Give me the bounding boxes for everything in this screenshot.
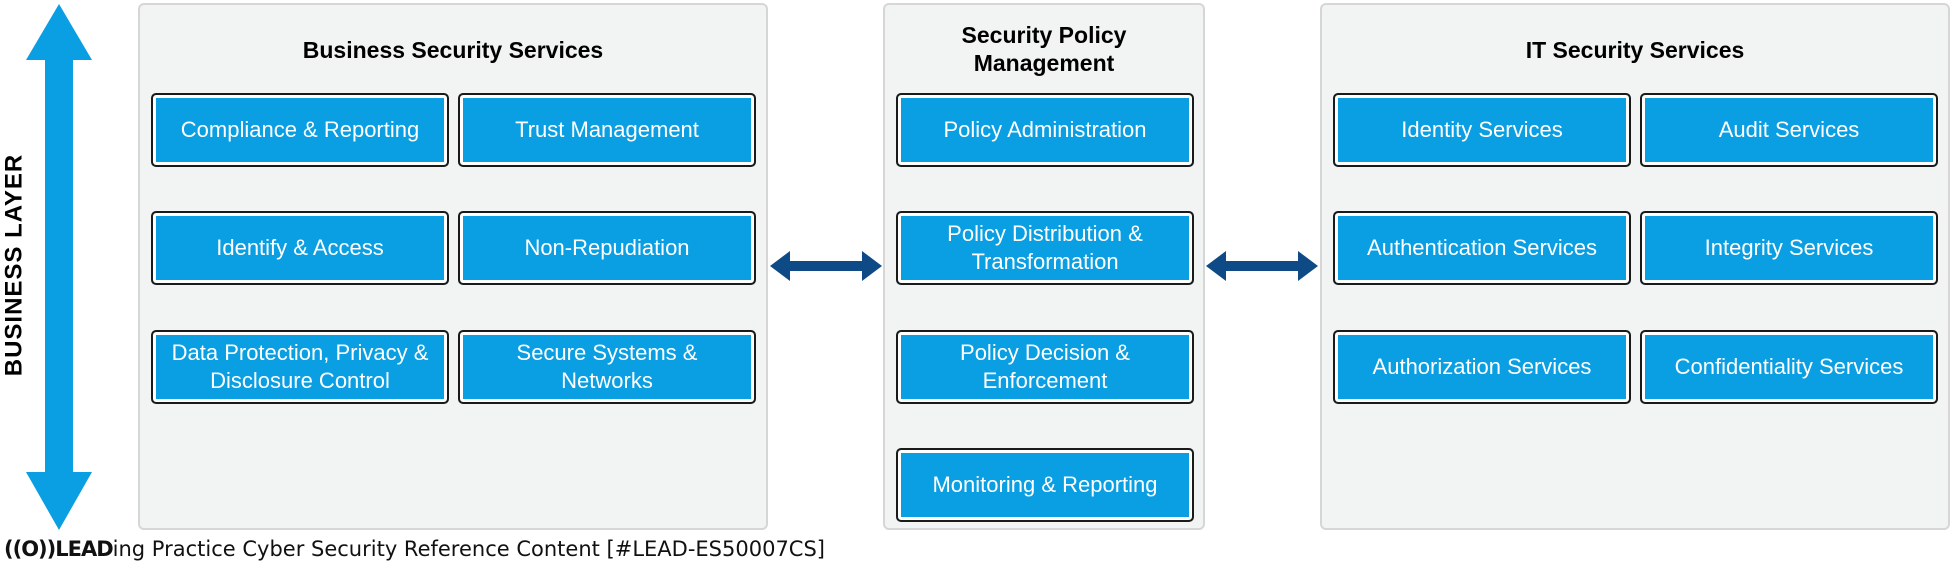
layer-label-text: BUSINESS LAYER [0, 153, 27, 377]
it-security-panel: IT Security Services Identity Services A… [1320, 3, 1950, 530]
business-panel-title: Business Security Services [302, 37, 604, 63]
service-secure-systems[interactable]: Secure Systems & Networks [458, 330, 756, 404]
service-compliance-reporting[interactable]: Compliance & Reporting [151, 93, 449, 167]
service-non-repudiation[interactable]: Non-Repudiation [458, 211, 756, 285]
business-layer-label: BUSINESS LAYER [0, 0, 28, 530]
service-policy-distribution[interactable]: Policy Distribution & Transformation [896, 211, 1194, 285]
connector-policy-it-arrow-icon [1206, 251, 1318, 281]
lead-logo: ((O))LEAD [4, 537, 114, 561]
business-security-panel: Business Security Services Compliance & … [138, 3, 768, 530]
vertical-double-arrow-icon [26, 4, 92, 530]
service-identity[interactable]: Identity Services [1333, 93, 1631, 167]
connector-business-policy-arrow-icon [770, 251, 882, 281]
service-integrity[interactable]: Integrity Services [1640, 211, 1938, 285]
service-authorization[interactable]: Authorization Services [1333, 330, 1631, 404]
service-confidentiality[interactable]: Confidentiality Services [1640, 330, 1938, 404]
security-policy-panel: Security Policy Management Policy Admini… [883, 3, 1205, 530]
service-policy-decision[interactable]: Policy Decision & Enforcement [896, 330, 1194, 404]
service-policy-administration[interactable]: Policy Administration [896, 93, 1194, 167]
service-data-protection[interactable]: Data Protection, Privacy & Disclosure Co… [151, 330, 449, 404]
service-authentication[interactable]: Authentication Services [1333, 211, 1631, 285]
service-trust-management[interactable]: Trust Management [458, 93, 756, 167]
policy-panel-title: Security Policy Management [961, 22, 1127, 76]
service-monitoring-reporting[interactable]: Monitoring & Reporting [896, 448, 1194, 522]
service-audit[interactable]: Audit Services [1640, 93, 1938, 167]
footer-text: ing Practice Cyber Security Reference Co… [112, 537, 825, 561]
it-panel-title: IT Security Services [1525, 37, 1745, 63]
service-identify-access[interactable]: Identify & Access [151, 211, 449, 285]
footer-attribution: ((O))LEADing Practice Cyber Security Ref… [4, 537, 825, 561]
